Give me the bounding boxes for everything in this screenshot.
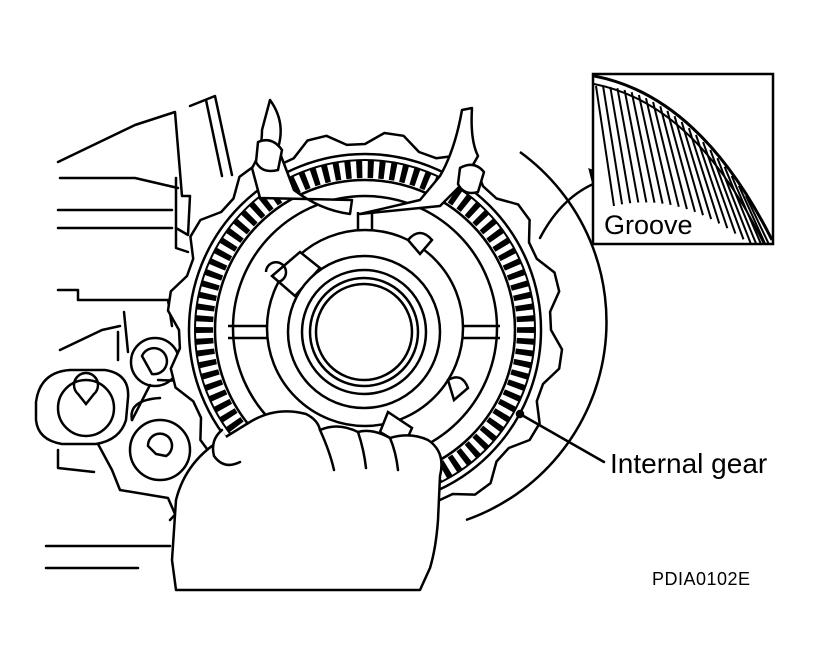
gear-tooth <box>225 227 244 243</box>
gear-tooth <box>309 167 321 187</box>
inset-tooth <box>666 110 696 213</box>
internal-gear-teeth <box>194 159 536 501</box>
inset-tooth <box>652 101 680 207</box>
gear-tooth <box>486 417 505 433</box>
inset-tooth <box>730 175 762 243</box>
inset-tooth <box>687 127 721 224</box>
gear-tooth <box>344 160 352 180</box>
bolt-bosses <box>56 336 192 482</box>
gear-tooth <box>479 218 498 235</box>
gear-tooth <box>510 369 530 380</box>
gear-tooth <box>502 258 522 271</box>
gear-tooth <box>195 326 214 334</box>
gear-tooth <box>196 348 215 357</box>
gear-tooth <box>492 237 511 252</box>
inset-tooth <box>595 85 615 207</box>
inset-tooth <box>723 166 757 243</box>
gear-tooth <box>409 167 421 187</box>
gear-tooth <box>232 218 251 235</box>
gear-tooth <box>447 187 463 206</box>
gear-tooth <box>198 291 217 302</box>
gear-tooth <box>513 291 532 302</box>
gear-tooth <box>378 160 386 180</box>
gear-tooth <box>492 408 511 423</box>
gear-tooth <box>219 237 238 252</box>
inset-tooth <box>745 195 770 243</box>
inset-tooth <box>716 157 752 243</box>
gear-tooth <box>248 201 266 219</box>
detail-arrow <box>538 180 600 240</box>
gear-tooth <box>464 201 482 219</box>
inset-tooth <box>637 94 664 204</box>
gear-tooth <box>200 369 220 380</box>
gear-tooth <box>195 337 214 345</box>
gear-tooth <box>204 268 224 281</box>
gear-tooth <box>240 209 258 227</box>
inset-tooth <box>659 105 688 210</box>
gear-tooth <box>456 448 473 466</box>
gear-tooth <box>208 258 228 271</box>
gear-tooth <box>320 164 331 184</box>
gear-tooth <box>497 398 517 413</box>
gear-tooth <box>497 247 517 262</box>
gear-tooth <box>200 280 220 291</box>
gear-tooth <box>516 326 535 334</box>
gear-tooth <box>399 164 410 184</box>
gear-tooth <box>516 315 535 323</box>
gear-tooth <box>298 171 311 191</box>
gear-tooth <box>367 160 374 179</box>
hub <box>286 254 442 410</box>
gear-tooth <box>516 337 535 345</box>
gear-tooth <box>513 358 532 369</box>
gear-tooth <box>472 433 490 451</box>
gear-tooth <box>196 303 215 312</box>
inset-tooth <box>609 86 632 204</box>
gear-tooth <box>464 441 482 459</box>
hands <box>170 98 486 592</box>
gear-tooth <box>515 303 534 312</box>
inset-tooth <box>616 88 640 203</box>
gear-tooth <box>219 408 238 423</box>
detail-inset <box>591 72 775 246</box>
gear-tooth <box>198 358 217 369</box>
internal-gear-label: Internal gear <box>610 448 768 479</box>
gear-tooth <box>208 389 228 402</box>
gear-tooth <box>472 209 490 227</box>
inset-tooth <box>630 91 656 203</box>
groove-label: Groove <box>604 210 693 240</box>
inset-tooth <box>673 115 704 216</box>
inset-tooth <box>737 185 766 243</box>
internal-gear-leader <box>518 412 606 464</box>
inset-gear-teeth <box>595 85 770 243</box>
gear-tooth <box>479 425 498 442</box>
gear-tooth <box>447 454 463 473</box>
inset-tooth <box>602 86 624 205</box>
gear-tooth <box>213 247 233 262</box>
gear-tooth <box>204 379 224 392</box>
gear-tooth <box>419 171 432 191</box>
inset-tooth <box>709 149 745 240</box>
gear-tooth <box>388 162 398 181</box>
inset-tooth <box>695 134 729 229</box>
gear-tooth <box>506 268 526 281</box>
gear-tooth <box>332 162 342 181</box>
gear-tooth <box>456 194 473 212</box>
inset-tooth <box>645 97 672 206</box>
inset-tooth <box>702 141 737 234</box>
upper-right-hand <box>358 106 480 216</box>
gear-tooth <box>213 398 233 413</box>
inset-tooth <box>623 89 648 203</box>
gear-tooth <box>356 160 363 179</box>
gear-tooth <box>195 315 214 323</box>
gear-tooth <box>225 417 244 433</box>
gear-tooth <box>510 280 530 291</box>
gear-tooth <box>506 379 526 392</box>
gear-tooth <box>515 348 534 357</box>
figure-code: PDIA0102E <box>652 569 751 589</box>
gear-tooth <box>486 227 505 243</box>
gear-tooth <box>502 389 522 402</box>
inset-tooth <box>680 121 713 220</box>
